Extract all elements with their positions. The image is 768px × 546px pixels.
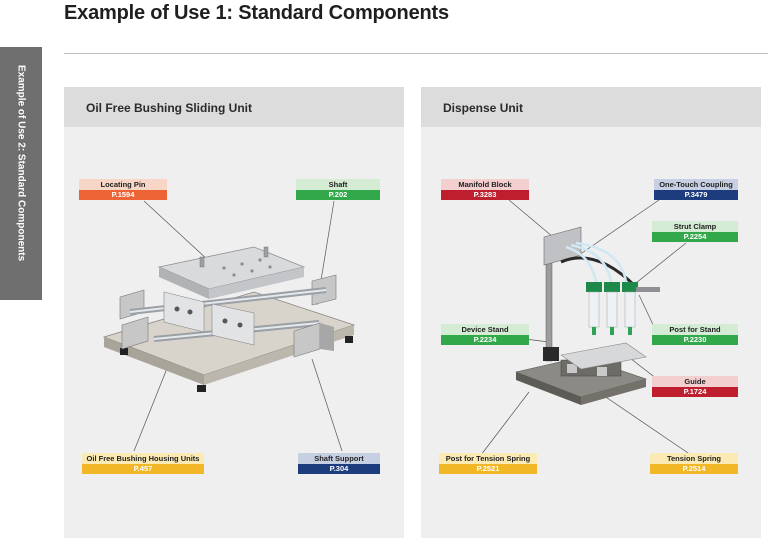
panel-title: Dispense Unit [443, 101, 524, 115]
callout-name: Shaft Support [298, 453, 380, 464]
callout-page-ref: P.2521 [439, 464, 537, 474]
callout-page-ref: P.2234 [441, 335, 529, 345]
sliding-unit-illustration [102, 200, 356, 452]
panel-header: Dispense Unit [421, 87, 761, 127]
side-tab-label: Example of Use 2: Standard Components [15, 65, 27, 262]
callout-page-ref: P.3283 [441, 190, 529, 200]
dispense-unit-illustration [480, 199, 692, 456]
panel-dispense-unit: Dispense Unit [421, 87, 761, 538]
callout-post-for-tension-spring[interactable]: Post for Tension Spring P.2521 [439, 453, 537, 474]
callout-page-ref: P.2254 [652, 232, 738, 242]
panel-oil-free-bushing-sliding-unit: Oil Free Bushing Sliding Unit [64, 87, 404, 538]
callout-name: Locating Pin [79, 179, 167, 190]
callout-page-ref: P.2230 [652, 335, 738, 345]
callout-page-ref: P.3479 [654, 190, 738, 200]
callout-page-ref: P.457 [82, 464, 204, 474]
callout-one-touch-coupling[interactable]: One-Touch Coupling P.3479 [654, 179, 738, 200]
page-title: Example of Use 1: Standard Components [64, 2, 449, 24]
callout-tension-spring[interactable]: Tension Spring P.2514 [650, 453, 738, 474]
callout-page-ref: P.2514 [650, 464, 738, 474]
callout-name: Strut Clamp [652, 221, 738, 232]
callout-name: Shaft [296, 179, 380, 190]
callout-name: Guide [652, 376, 738, 387]
callout-name: Device Stand [441, 324, 529, 335]
panel-header: Oil Free Bushing Sliding Unit [64, 87, 404, 127]
callout-name: Post for Tension Spring [439, 453, 537, 464]
callout-page-ref: P.304 [298, 464, 380, 474]
callout-strut-clamp[interactable]: Strut Clamp P.2254 [652, 221, 738, 242]
callout-shaft[interactable]: Shaft P.202 [296, 179, 380, 200]
callout-shaft-support[interactable]: Shaft Support P.304 [298, 453, 380, 474]
callout-name: Post for Stand [652, 324, 738, 335]
callout-name: Tension Spring [650, 453, 738, 464]
panel-title: Oil Free Bushing Sliding Unit [86, 101, 253, 115]
side-tab[interactable]: Example of Use 2: Standard Components [0, 47, 42, 300]
callout-post-for-stand[interactable]: Post for Stand P.2230 [652, 324, 738, 345]
callout-manifold-block[interactable]: Manifold Block P.3283 [441, 179, 529, 200]
callout-oil-free-bushing-housing-units[interactable]: Oil Free Bushing Housing Units P.457 [82, 453, 204, 474]
callout-locating-pin[interactable]: Locating Pin P.1594 [79, 179, 167, 200]
title-divider [64, 53, 768, 54]
callout-page-ref: P.1594 [79, 190, 167, 200]
callout-page-ref: P.202 [296, 190, 380, 200]
callout-name: One-Touch Coupling [654, 179, 738, 190]
callout-device-stand[interactable]: Device Stand P.2234 [441, 324, 529, 345]
callout-name: Oil Free Bushing Housing Units [82, 453, 204, 464]
callout-name: Manifold Block [441, 179, 529, 190]
callout-guide[interactable]: Guide P.1724 [652, 376, 738, 397]
callout-page-ref: P.1724 [652, 387, 738, 397]
